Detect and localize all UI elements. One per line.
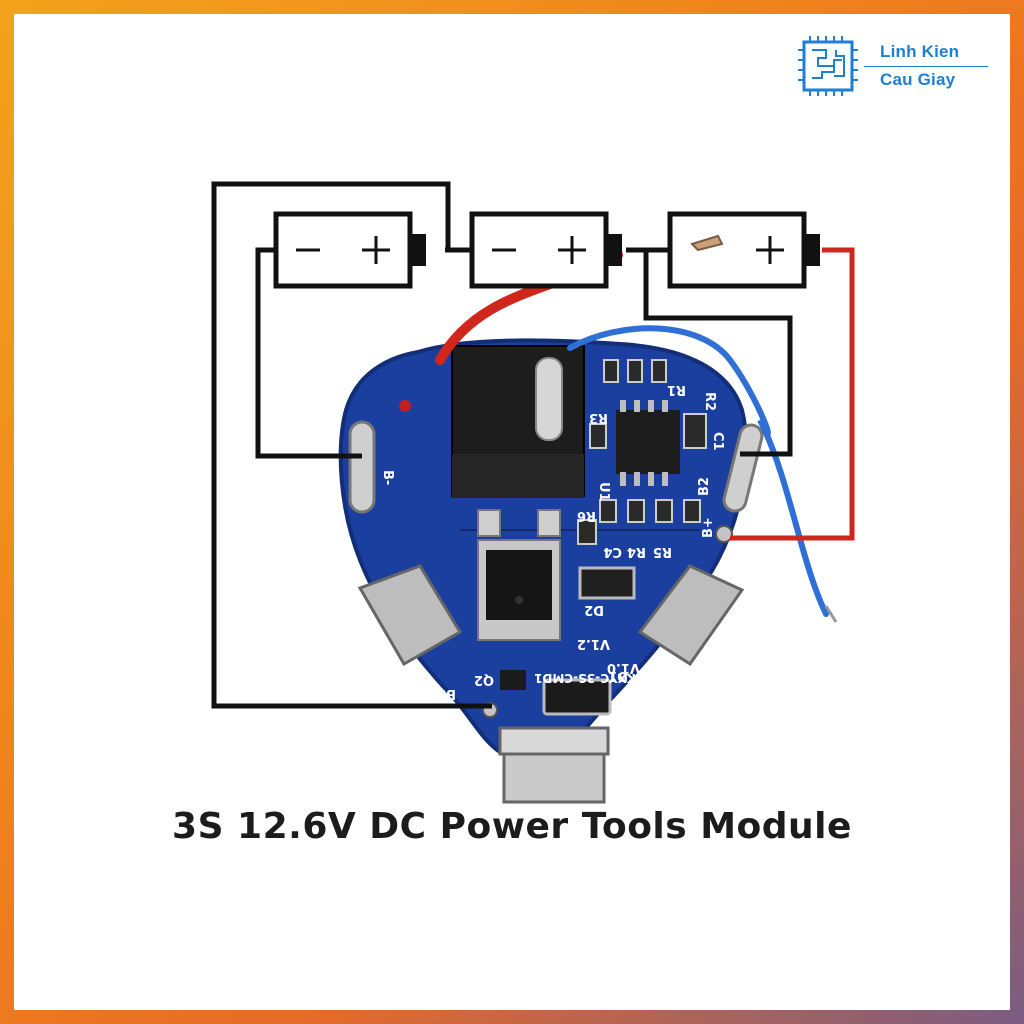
label-r2: R2 — [702, 392, 717, 411]
contact-tabs — [357, 564, 745, 804]
label-r1: R1 — [667, 382, 686, 397]
caption-title: 3S 12.6V DC Power Tools Module — [172, 806, 852, 847]
label-b1: B1 — [437, 686, 456, 701]
silkscreen-model: KXYC-3S-CMD1 — [534, 671, 636, 685]
label-q2: Q2 — [474, 672, 494, 687]
label-c4: C4 — [603, 544, 622, 559]
silkscreen-v12: V1.2 — [577, 636, 610, 651]
label-r5: R5 — [653, 544, 672, 559]
label-d1: D1 — [608, 668, 628, 683]
label-b-minus: B- — [380, 470, 395, 485]
label-r3: R3 — [589, 410, 608, 425]
label-u1: U1 — [596, 482, 611, 502]
components — [500, 359, 707, 716]
led-dot — [399, 400, 411, 412]
b2-pad — [722, 423, 764, 513]
silkscreen-v10: V1.0 — [607, 660, 640, 675]
switch-block — [451, 345, 585, 498]
label-b-plus: B+ — [701, 517, 716, 538]
schematic-lines — [211, 181, 793, 709]
mosfet — [477, 509, 561, 641]
label-r4: R4 — [627, 544, 646, 559]
brand-logo: Linh Kien Cau Giay — [796, 34, 996, 100]
battery-cell-3 — [650, 211, 820, 289]
brand-name-line1: Linh Kien — [880, 42, 960, 61]
label-c1: C1 — [710, 432, 725, 451]
label-r6: R6 — [577, 508, 596, 523]
b-minus-pad — [348, 420, 376, 514]
battery-cell-2 — [450, 211, 622, 289]
brand-name-line2: Cau Giay — [880, 70, 956, 89]
blue-wire — [567, 325, 829, 617]
label-b2: B2 — [697, 477, 712, 496]
chip-logo-icon — [798, 36, 858, 96]
battery-cell-1 — [273, 211, 426, 289]
schematic-red-line — [730, 247, 855, 541]
label-d2: D2 — [584, 602, 604, 617]
logo-divider — [864, 66, 988, 67]
